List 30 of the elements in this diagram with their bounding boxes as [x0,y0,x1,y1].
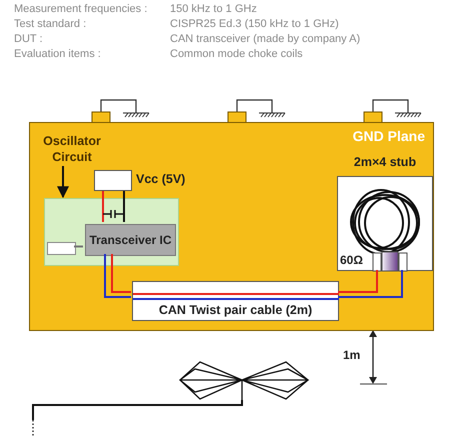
circuit-board [44,198,179,266]
dimension-label: 1m [343,349,360,362]
wire [111,254,131,293]
spec-label: DUT : [14,33,43,46]
wire [74,246,83,248]
plane-title: GND Plane [352,128,425,144]
cable-label: CAN Twist pair cable (2m) [158,303,314,317]
circuit-title: Oscillator Circuit [42,133,102,165]
leader-arrow [57,166,69,198]
wire [104,254,131,298]
spec-value: Common mode choke coils [170,48,303,61]
resistor-value: 60Ω [340,253,363,267]
wire [338,270,378,293]
chip-box [85,224,176,256]
spec-value: CAN transceiver (made by company A) [170,33,360,46]
stub-label: 2m×4 stub [352,155,418,169]
connector-box [47,242,76,255]
wire [123,190,125,222]
cable-box [132,281,339,321]
wire [338,270,403,298]
feed-cable [32,400,243,420]
spec-label: Evaluation items : [14,48,101,61]
spec-value: CISPR25 Ed.3 (150 kHz to 1 GHz) [170,18,339,31]
wire [102,190,104,222]
ground-plane [29,122,434,331]
spec-label: Test standard : [14,18,86,31]
chip-label: Transceiver IC [89,233,172,247]
spec-label: Measurement frequencies : [14,3,148,16]
voltage-label: Vcc (5V) [136,172,186,186]
spec-value: 150 kHz to 1 GHz [170,3,257,16]
